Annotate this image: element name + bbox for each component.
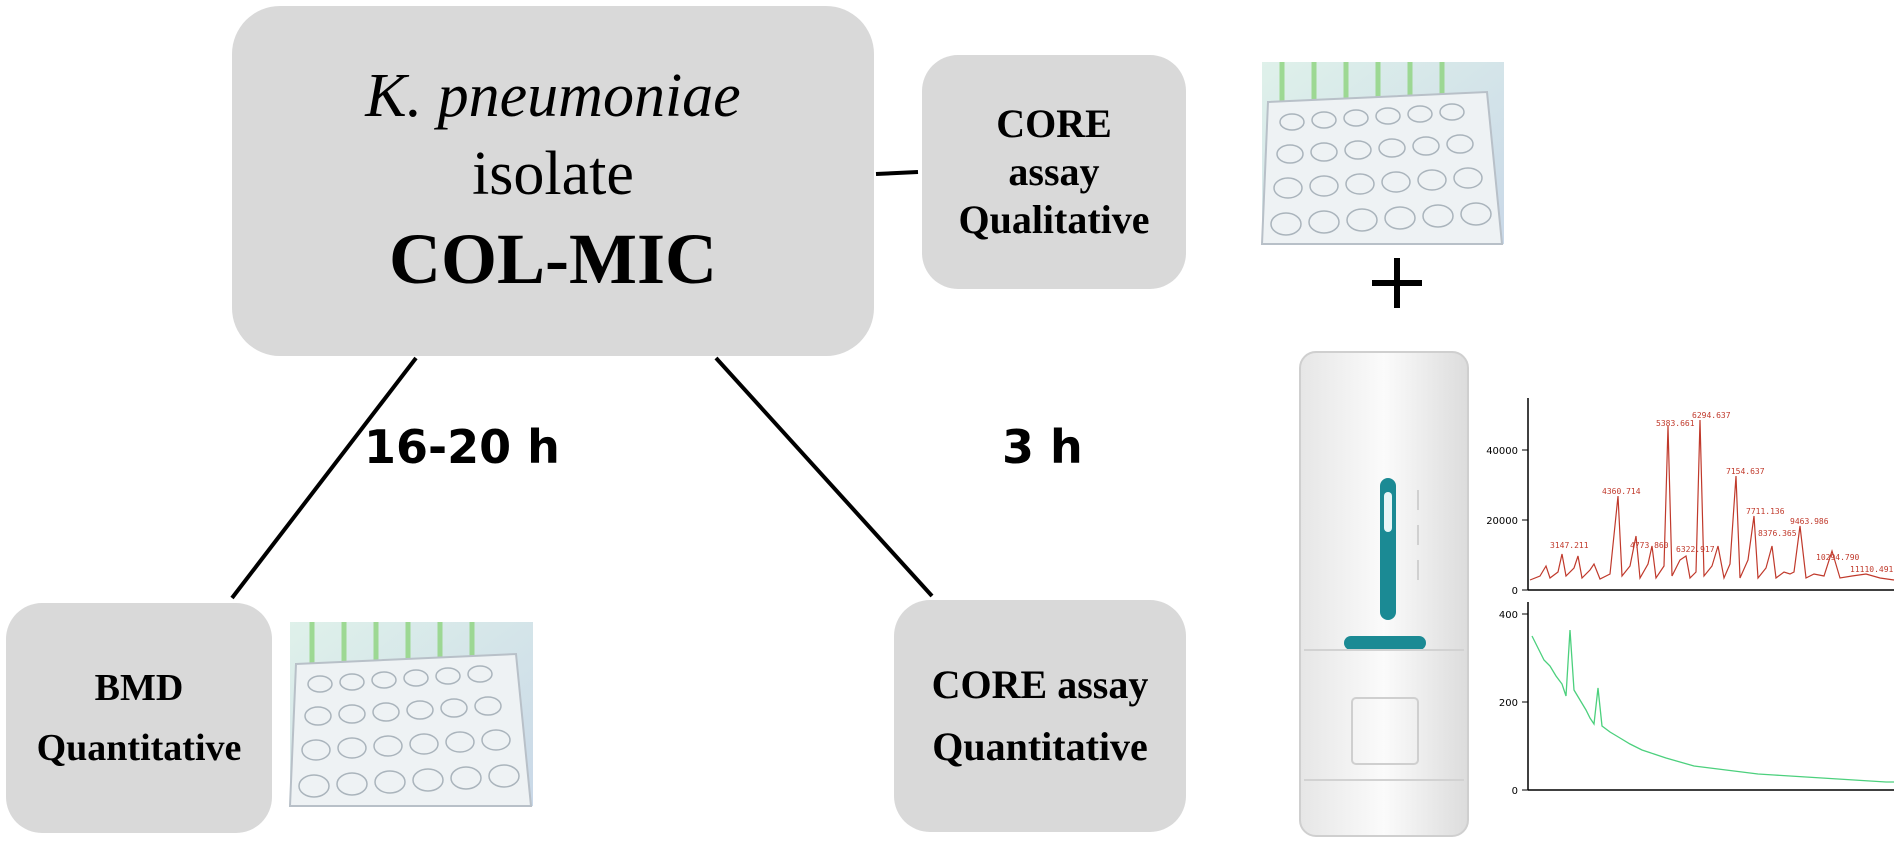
qualitative-line3: Qualitative (958, 197, 1150, 242)
plus-icon (1372, 258, 1422, 308)
peak-label-9463: 9463.986 (1790, 517, 1829, 526)
connector-main-to-quantitative (714, 356, 934, 598)
peak-label-4360: 4360.714 (1602, 487, 1641, 496)
isolate-label: isolate (472, 140, 634, 208)
mass-spectrum-top: 40000 20000 0 5383.661 6294.637 4360.714… (1486, 398, 1895, 597)
mass-spectrum-bottom: 400 200 0 (1499, 602, 1894, 797)
peak-label-8376: 8376.365 (1758, 529, 1797, 538)
spectrum-top-ytick-1: 40000 (1486, 446, 1518, 457)
bmd-line1: BMD (94, 667, 184, 709)
spectrum-bottom-ytick-1: 400 (1499, 610, 1518, 621)
spectrum-bottom-ytick-2: 200 (1499, 698, 1518, 709)
quantitative-line1: CORE assay (931, 662, 1149, 707)
spectrum-top-ytick-3: 0 (1512, 586, 1518, 597)
peak-label-6322: 6322.917 (1676, 545, 1715, 554)
bmd-quantitative-box: BMD Quantitative (6, 603, 272, 833)
peak-label-10294: 10294.790 (1816, 553, 1860, 562)
isolate-box: K. pneumoniae isolate COL-MIC (232, 6, 874, 356)
microplate-photo-top (1260, 62, 1504, 245)
spectrum-bottom-ytick-3: 0 (1512, 786, 1518, 797)
bmd-line2: Quantitative (36, 727, 242, 769)
peak-label-7154: 7154.637 (1726, 467, 1765, 476)
isolate-measure: COL-MIC (389, 219, 717, 299)
peak-label-6294: 6294.637 (1692, 411, 1731, 420)
quantitative-line2: Quantitative (932, 724, 1148, 769)
spectrum-bottom-trace (1531, 629, 1894, 783)
peak-label-4773: 4773.860 (1630, 541, 1669, 550)
time-label-bmd: 16-20 h (364, 420, 560, 474)
connector-main-to-qualitative (875, 170, 919, 176)
microplate-photo-bottom (288, 622, 533, 807)
connector-main-to-bmd (230, 356, 418, 600)
core-assay-quantitative-box: CORE assay Quantitative (894, 600, 1186, 832)
mass-spectrometer-device (1299, 351, 1469, 837)
peak-label-11110: 11110.491 (1850, 565, 1894, 574)
qualitative-line1: CORE (996, 101, 1112, 146)
time-label-core: 3 h (1002, 420, 1083, 474)
peak-label-7711: 7711.136 (1746, 507, 1785, 516)
core-assay-qualitative-box: CORE assay Qualitative (922, 55, 1186, 289)
spectrum-top-trace (1529, 419, 1895, 581)
peak-label-5383: 5383.661 (1656, 419, 1695, 428)
peak-label-3147: 3147.211 (1550, 541, 1589, 550)
qualitative-line2: assay (1008, 149, 1100, 194)
isolate-species: K. pneumoniae (365, 62, 741, 130)
spectrum-top-ytick-2: 20000 (1486, 516, 1518, 527)
